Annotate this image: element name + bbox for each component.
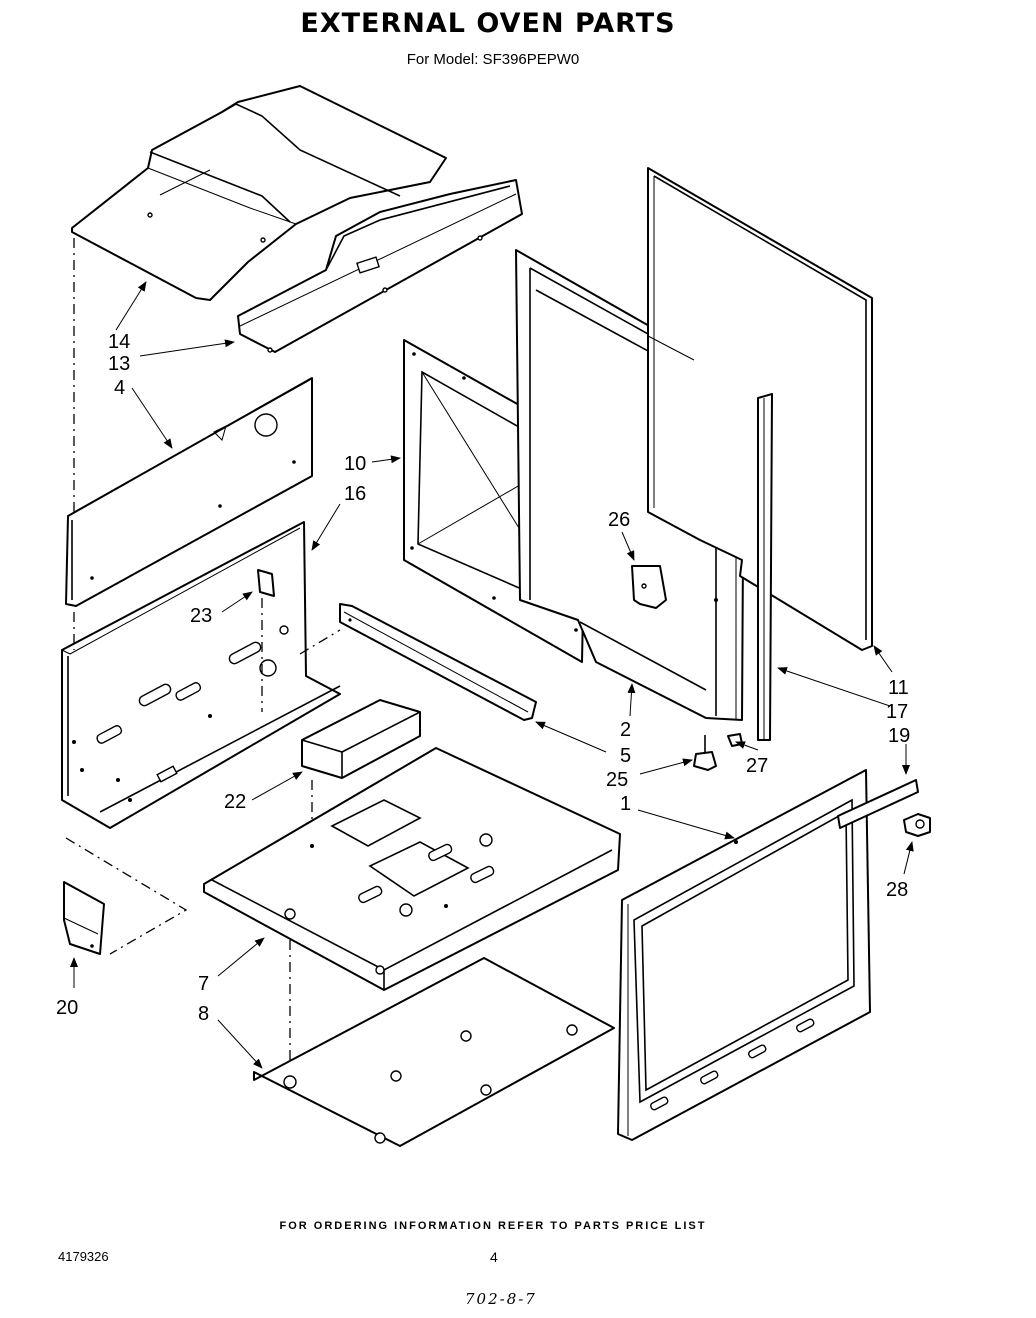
- callout-23: 23: [190, 605, 212, 627]
- assembly-lines: [65, 238, 341, 955]
- callout-17: 17: [886, 701, 908, 723]
- callout-22: 22: [224, 791, 246, 813]
- part-19-hinge-bar: [837, 779, 919, 829]
- callout-14: 14: [108, 331, 130, 353]
- part-27-clip: [727, 733, 743, 747]
- part-17-trim-strip: [757, 393, 773, 741]
- callout-7: 7: [198, 973, 209, 995]
- leader-lines: [70, 281, 914, 1069]
- part-22-box: [301, 699, 421, 840]
- page-title: EXTERNAL OVEN PARTS: [300, 8, 676, 39]
- part-5-side-rail: [339, 603, 537, 721]
- callout-11: 11: [888, 677, 909, 699]
- callout-27: 27: [746, 755, 768, 777]
- callout-4: 4: [114, 377, 125, 399]
- callout-28: 28: [886, 879, 908, 901]
- callout-1: 1: [620, 793, 631, 815]
- part-7-oven-bottom: [203, 747, 621, 1076]
- document-number: 4179326: [58, 1249, 109, 1264]
- part-16-lower-side-panel: [61, 521, 341, 829]
- callout-10: 10: [344, 453, 366, 475]
- callout-26: 26: [608, 509, 630, 531]
- page-number: 4: [490, 1249, 498, 1265]
- part-25-hinge-stud: [693, 735, 717, 771]
- callout-numbers: 14 13 4 16 10 23 26 2 5 25 27 22 1 11 17…: [56, 331, 910, 1025]
- part-13-rear-rail: [237, 179, 523, 353]
- model-subtitle: For Model: SF396PEPW0: [406, 51, 580, 68]
- callout-13: 13: [108, 353, 130, 375]
- part-20-cover: [63, 881, 105, 955]
- part-4-upper-side-panel: [65, 377, 313, 607]
- ordering-note: FOR ORDERING INFORMATION REFER TO PARTS …: [279, 1220, 707, 1232]
- handwritten-code: 702-8-7: [465, 1290, 537, 1308]
- part-23-bracket: [257, 569, 275, 712]
- callout-16: 16: [344, 483, 366, 505]
- part-14-top-panel: [71, 85, 447, 301]
- part-1-door-inner: [617, 769, 871, 1141]
- callout-19: 19: [888, 725, 910, 747]
- callout-8: 8: [198, 1003, 209, 1025]
- callout-25: 25: [606, 769, 628, 791]
- part-26-bracket: [631, 565, 667, 609]
- callout-20: 20: [56, 997, 78, 1019]
- callout-5: 5: [620, 745, 631, 767]
- part-28-knob: [903, 813, 931, 837]
- part-8-bottom-panel: [253, 957, 615, 1147]
- callout-2: 2: [620, 719, 631, 741]
